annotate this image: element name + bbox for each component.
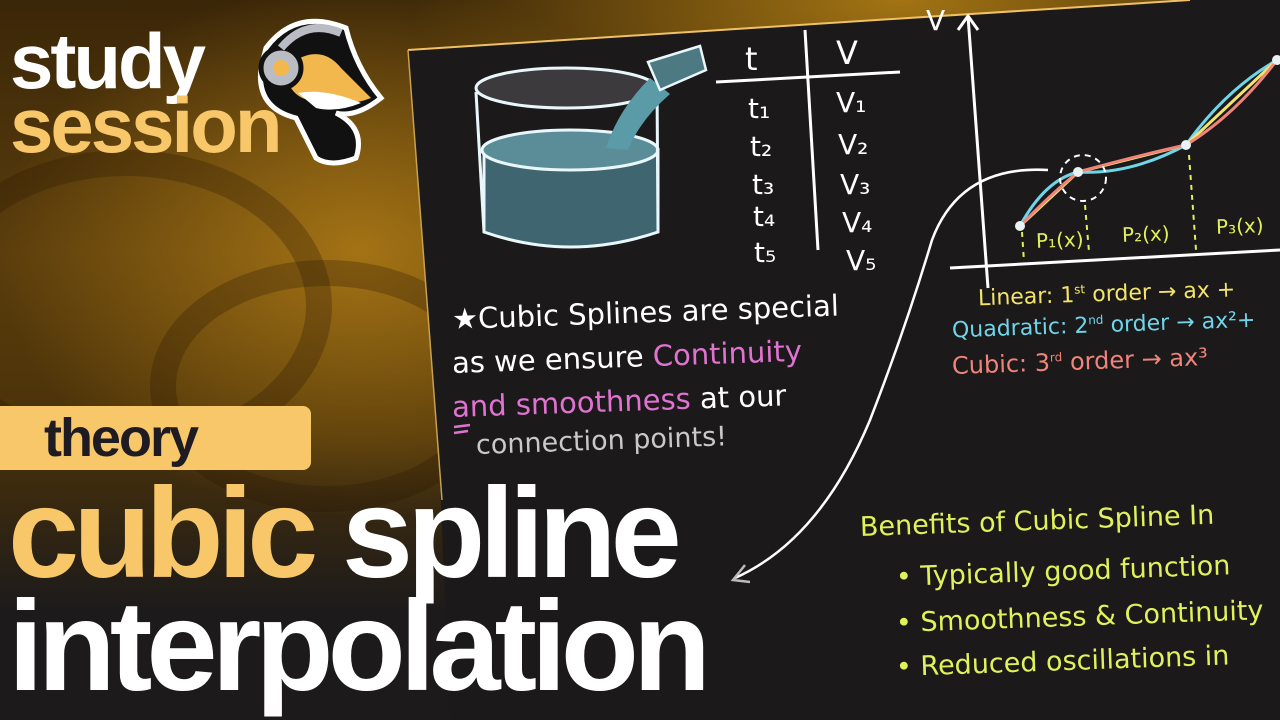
table-cell-t: t₁ bbox=[748, 92, 771, 125]
table-cell-t: t₂ bbox=[750, 130, 773, 163]
table-cell-t: t₃ bbox=[752, 168, 775, 201]
graph-y-label: V bbox=[926, 4, 946, 37]
table-cell-v: V₄ bbox=[842, 206, 873, 239]
water-bucket-icon bbox=[474, 44, 708, 249]
theory-badge: theory bbox=[0, 406, 311, 470]
video-title: cubic spline interpolation bbox=[8, 470, 711, 718]
table-cell-t: t₄ bbox=[753, 200, 776, 233]
star-icon: ★ bbox=[451, 301, 479, 336]
table-cell-v: V₃ bbox=[840, 168, 871, 201]
table-header-t: t bbox=[745, 40, 758, 78]
table-cell-v: V₂ bbox=[838, 128, 869, 161]
title-word-cubic: cubic bbox=[8, 462, 318, 605]
table-cell-t: t₅ bbox=[754, 236, 777, 269]
segment-label-p1: P₁(x) bbox=[1035, 227, 1084, 253]
badge-label: theory bbox=[43, 408, 199, 468]
title-word-interpolation: interpolation bbox=[8, 574, 711, 718]
segment-label-p2: P₂(x) bbox=[1121, 221, 1170, 247]
brand-line1: study bbox=[10, 17, 206, 105]
table-header-v: V bbox=[836, 34, 858, 72]
segment-label-p3: P₃(x) bbox=[1215, 213, 1264, 239]
fox-headphones-mascot-icon bbox=[257, 18, 385, 166]
table-cell-v: V₅ bbox=[846, 244, 877, 277]
title-word-spline: spline bbox=[341, 462, 682, 605]
brand-line2: session bbox=[10, 81, 282, 170]
table-cell-v: V₁ bbox=[836, 86, 867, 119]
study-session-logo: study session bbox=[10, 17, 282, 170]
